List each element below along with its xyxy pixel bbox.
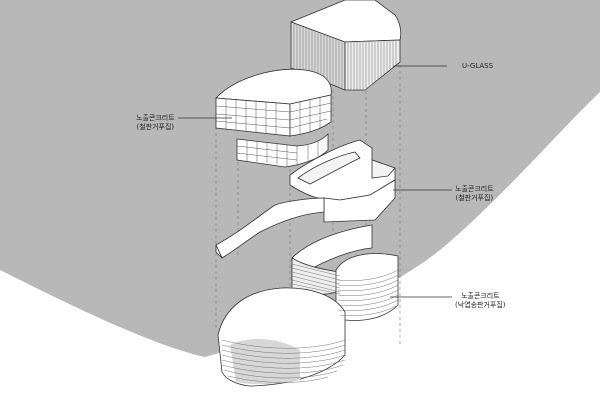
upper-mass-line1: 노출콘크리트 bbox=[136, 114, 175, 122]
upper-mass-line2: (철판거푸집) bbox=[136, 123, 175, 131]
ramp-slab-level bbox=[215, 139, 396, 259]
u-glass-text: U-GLASS bbox=[462, 62, 494, 70]
base-line1: 노출콘크리트 bbox=[460, 292, 500, 300]
u-glass-volume bbox=[289, 0, 402, 91]
upper-concrete-volume bbox=[215, 68, 332, 137]
ramp-line1: 노출콘크리트 bbox=[455, 185, 494, 193]
middle-concrete-band bbox=[236, 133, 329, 168]
label-base: 노출콘크리트 (낙엽송판거푸집) bbox=[455, 292, 506, 310]
base-line2: (낙엽송판거푸집) bbox=[455, 301, 506, 309]
label-ramp: 노출콘크리트 (철판거푸집) bbox=[455, 185, 494, 203]
ramp-line2: (철판거푸집) bbox=[455, 194, 494, 202]
base-concrete-volumes bbox=[217, 224, 399, 387]
label-upper-mass: 노출콘크리트 (철판거푸집) bbox=[136, 114, 175, 132]
label-u-glass: U-GLASS bbox=[462, 62, 493, 71]
leader-lines bbox=[178, 65, 452, 298]
